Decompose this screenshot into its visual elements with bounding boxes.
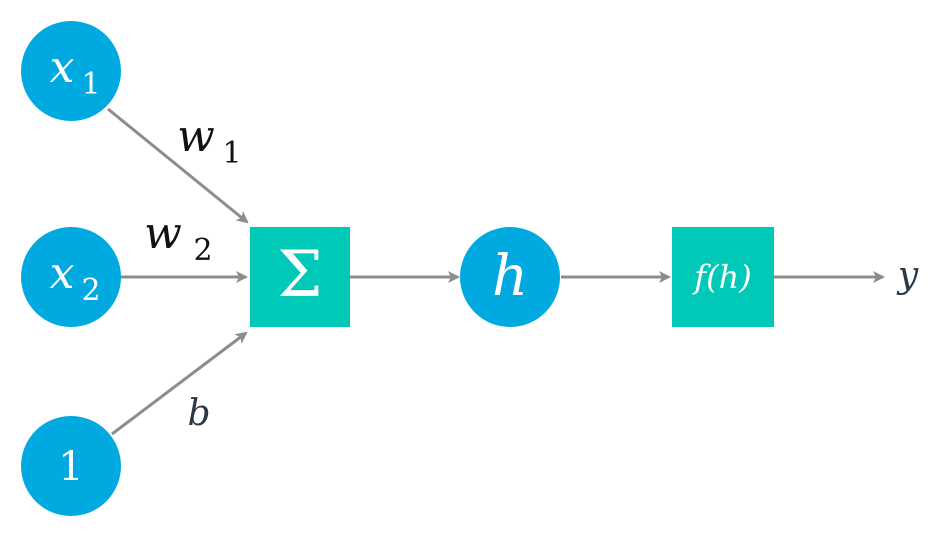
edge-bias-to-sum — [111, 331, 248, 436]
w1-subscript: 1 — [222, 136, 241, 171]
edge-x1-to-sum — [107, 107, 249, 224]
svg-text:x: x — [50, 248, 75, 299]
svg-text:h: h — [492, 244, 528, 309]
bias-label-b: b — [187, 393, 210, 434]
svg-text:b: b — [187, 393, 210, 434]
svg-text:2: 2 — [193, 233, 212, 268]
summation-node: Σ — [250, 227, 350, 327]
svg-text:w: w — [144, 208, 182, 259]
svg-text:w: w — [177, 111, 215, 162]
x1-base: x — [50, 42, 75, 93]
bias-node: 1 — [21, 416, 121, 516]
weight-label-w2: w 2 — [144, 208, 212, 268]
output-label-y: y — [896, 255, 919, 296]
w2-base: w — [144, 208, 182, 259]
w2-subscript: 2 — [193, 233, 212, 268]
svg-text:Σ: Σ — [277, 238, 322, 312]
b-label: b — [187, 393, 210, 434]
h-label: h — [492, 244, 528, 309]
weight-label-w1: w 1 — [177, 111, 241, 171]
activation-label: f(h) — [692, 258, 751, 296]
w1-base: w — [177, 111, 215, 162]
activation-node: f(h) — [672, 227, 774, 327]
svg-text:x: x — [50, 42, 75, 93]
svg-text:1: 1 — [222, 136, 241, 171]
svg-text:1: 1 — [58, 444, 83, 490]
svg-text:f(h): f(h) — [692, 258, 751, 296]
sigma-symbol: Σ — [277, 238, 322, 312]
bias-node-label: 1 — [58, 444, 83, 490]
input-node-x2: x 2 — [21, 227, 121, 327]
x2-subscript: 2 — [81, 273, 100, 308]
svg-text:2: 2 — [81, 273, 100, 308]
x1-subscript: 1 — [81, 67, 100, 102]
x2-base: x — [50, 248, 75, 299]
input-node-x1: x 1 — [21, 21, 121, 121]
y-label: y — [896, 255, 919, 296]
svg-text:1: 1 — [81, 67, 100, 102]
hidden-node-h: h — [460, 227, 560, 327]
svg-text:y: y — [896, 255, 919, 296]
